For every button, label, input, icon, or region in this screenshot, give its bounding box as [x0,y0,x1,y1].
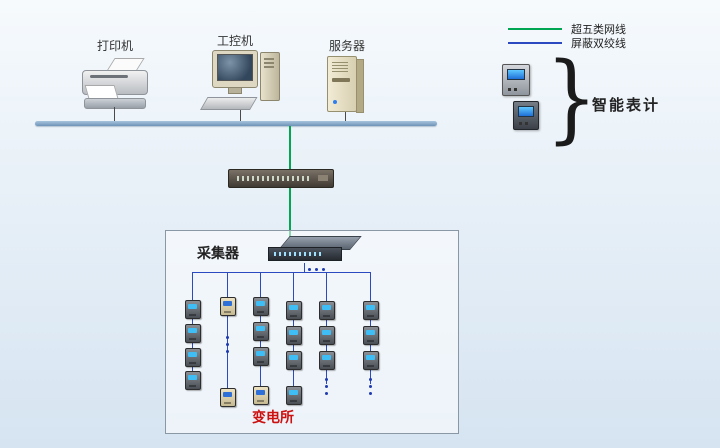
brace-icon: } [545,42,598,154]
server-side [356,59,364,113]
workstation-label: 工控机 [216,34,253,48]
smart-meter-icon [502,64,530,96]
printer-icon [82,58,148,110]
collector-front-face [268,247,342,261]
keyboard-icon [200,97,258,110]
switch-ports [237,176,309,181]
printer-bus-link [114,107,115,122]
switch-tab [318,175,328,181]
cat5e-line-icon [508,28,562,30]
monitor-stand [228,87,242,94]
shielded-legend-label: 屏蔽双绞线 [571,37,626,50]
server-vents [332,62,348,72]
server-icon [327,56,365,114]
pc-tower-icon [260,52,280,101]
printer-base [84,98,146,109]
smart-meter-legend-label: 智能表计 [592,96,661,114]
smart-meter-buttons [519,122,531,125]
server-label: 服务器 [328,39,365,53]
cat5e-legend-label: 超五类网线 [571,23,626,36]
workstation-icon [198,50,282,112]
cat5e-link-switch-to-collector [289,186,291,243]
printer-slot [90,75,128,78]
legend-row-shielded: 屏蔽双绞线 [508,35,626,51]
switch-icon [228,169,334,188]
printer-label: 打印机 [96,39,133,53]
monitor-screen [217,54,253,81]
smart-meter-buttons [508,88,520,91]
network-bus-line [35,121,437,126]
server-led [333,100,337,104]
shielded-line-icon [508,42,562,44]
monitor-icon [212,50,258,88]
smart-meter-screen [507,69,525,80]
smart-meter-screen [518,106,534,117]
substation-label: 变电所 [252,410,294,426]
collector-label: 采集器 [197,246,239,262]
substation-box [165,230,459,434]
server-bus-link [345,112,346,122]
server-drive-bay [332,78,350,82]
smart-meter-icon [513,101,539,130]
workstation-bus-link [240,110,241,122]
collector-icon [266,236,362,264]
cat5e-link-bus-to-switch [289,126,291,169]
legend-row-cat5e: 超五类网线 [508,21,626,37]
